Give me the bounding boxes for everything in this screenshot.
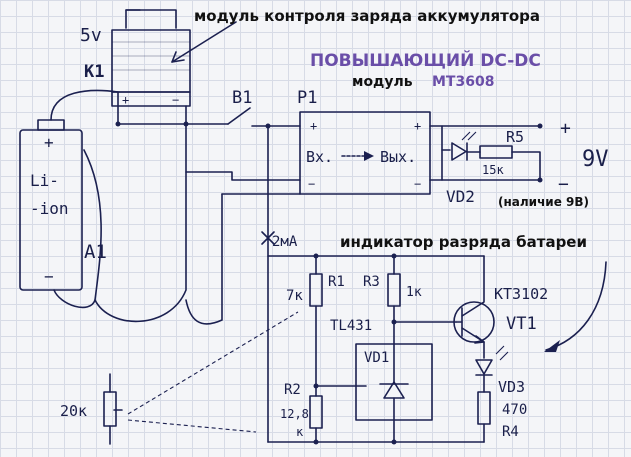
label-r5: R5 [506, 128, 524, 146]
p1-in-minus: − [308, 177, 315, 191]
label-b1: B1 [232, 88, 252, 108]
label-vyx: Вых. [380, 148, 416, 166]
p1-out-minus: − [414, 177, 421, 191]
label-vd1: VD1 [364, 350, 389, 366]
resistor-r1 [309, 273, 323, 307]
label-ion: -ion [30, 199, 69, 218]
out-minus: − [558, 174, 569, 195]
k1-minus: − [172, 93, 179, 107]
label-a1: A1 [84, 241, 107, 263]
label-r3-val: 1к [406, 285, 422, 300]
label-r2-unit: к [296, 425, 304, 439]
label-vd3: VD3 [498, 378, 525, 396]
battery-minus: − [44, 267, 54, 286]
p1-in-plus: + [310, 119, 317, 133]
label-2ma: 2мА [272, 234, 298, 250]
title-indicator: индикатор разряда батареи [340, 233, 587, 251]
label-r3: R3 [363, 274, 380, 290]
label-r2: R2 [284, 382, 301, 398]
resistor-r4 [477, 391, 491, 425]
label-transistor: КТ3102 [494, 285, 548, 303]
tl431-vd1 [355, 321, 433, 443]
dc-dc-module-p1 [299, 111, 431, 195]
switch-b1 [227, 107, 251, 125]
out-plus: + [560, 118, 571, 139]
label-li: Li- [30, 171, 59, 190]
trimmer-20k [103, 373, 123, 445]
label-r1-val: 7к [286, 288, 303, 304]
resistor-r3 [387, 273, 401, 307]
resistor-r2 [309, 395, 323, 429]
label-5v: 5v [80, 25, 102, 46]
battery-plus: + [44, 133, 54, 152]
label-k1: K1 [84, 62, 104, 82]
title-charge-module: модуль контроля заряда аккумулятора [194, 7, 540, 25]
title-boost-module: модуль [352, 74, 413, 90]
pointer-arrow-vd3 [545, 261, 607, 351]
label-p1: P1 [297, 88, 317, 108]
label-vx: Вх. [306, 148, 333, 166]
k1-plus: + [122, 93, 129, 107]
label-r2-val: 12,8 [280, 407, 309, 421]
label-20k: 20к [60, 402, 87, 420]
title-boost-chip: MT3608 [432, 74, 494, 90]
p1-out-plus: + [414, 119, 421, 133]
title-boost: ПОВЫШАЮЩИЙ DC-DC [310, 49, 541, 71]
label-r4: R4 [502, 424, 519, 440]
resistor-r5 [479, 145, 513, 159]
label-vt1: VT1 [506, 314, 537, 334]
transistor-vt1 [453, 255, 495, 344]
led-vd2 [451, 131, 477, 161]
label-r1: R1 [328, 274, 345, 290]
label-r4-val: 470 [502, 402, 527, 418]
pointer-arrow-k1 [171, 21, 237, 63]
led-vd3 [475, 345, 509, 376]
charge-module-k1 [111, 9, 191, 107]
label-tl431: TL431 [330, 318, 372, 334]
label-nalichie: (наличие 9В) [498, 195, 589, 209]
label-9v: 9V [582, 147, 609, 172]
label-r5-val: 15к [482, 163, 504, 177]
label-vd2: VD2 [446, 187, 475, 206]
